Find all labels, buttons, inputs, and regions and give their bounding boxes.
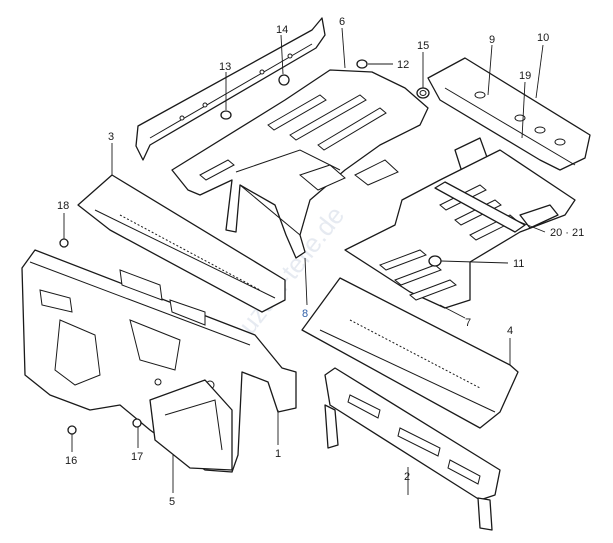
part-14-cross-member	[135, 17, 326, 161]
callout-18: 18	[57, 200, 69, 212]
plug-17	[132, 418, 142, 428]
callout-15: 15	[417, 40, 429, 52]
part-4-sill-panel	[301, 277, 519, 429]
callout-7: 7	[465, 317, 471, 329]
callout-9: 9	[489, 34, 495, 46]
callout-5: 5	[169, 496, 175, 508]
fastener-14	[278, 74, 290, 86]
callout-14: 14	[276, 24, 288, 36]
callout-16: 16	[65, 455, 77, 467]
leader-lines	[63, 27, 546, 495]
callout-2: 2	[404, 471, 410, 483]
fastener-13	[220, 110, 232, 120]
callout-12: 12	[397, 59, 409, 71]
callout-19: 19	[519, 70, 531, 82]
callout-1: 1	[275, 448, 281, 460]
callout-10: 10	[537, 32, 549, 44]
callout-20-21: 20 · 21	[550, 227, 584, 239]
callout-11: 11	[513, 258, 524, 270]
callout-4: 4	[507, 325, 513, 337]
part-5-reinforcement	[149, 379, 233, 471]
callout-labels: 14 13 6 12 15 9 10 19 20 · 21 11 7 4 3 1…	[57, 16, 584, 508]
fastener-12	[356, 59, 368, 69]
callout-8: 8	[302, 308, 308, 320]
part-10-side-rail	[427, 57, 591, 171]
callout-13: 13	[219, 61, 231, 73]
clip-18	[59, 238, 69, 248]
grommet-11	[428, 255, 442, 267]
fastener-15	[416, 87, 430, 99]
part-20-21-crossbar	[434, 181, 559, 233]
callout-17: 17	[131, 451, 143, 463]
callout-6: 6	[339, 16, 345, 28]
part-6-front-floor	[171, 69, 429, 259]
part-2-cross-member	[324, 367, 501, 531]
callout-3: 3	[108, 131, 114, 143]
plug-16	[67, 425, 77, 435]
